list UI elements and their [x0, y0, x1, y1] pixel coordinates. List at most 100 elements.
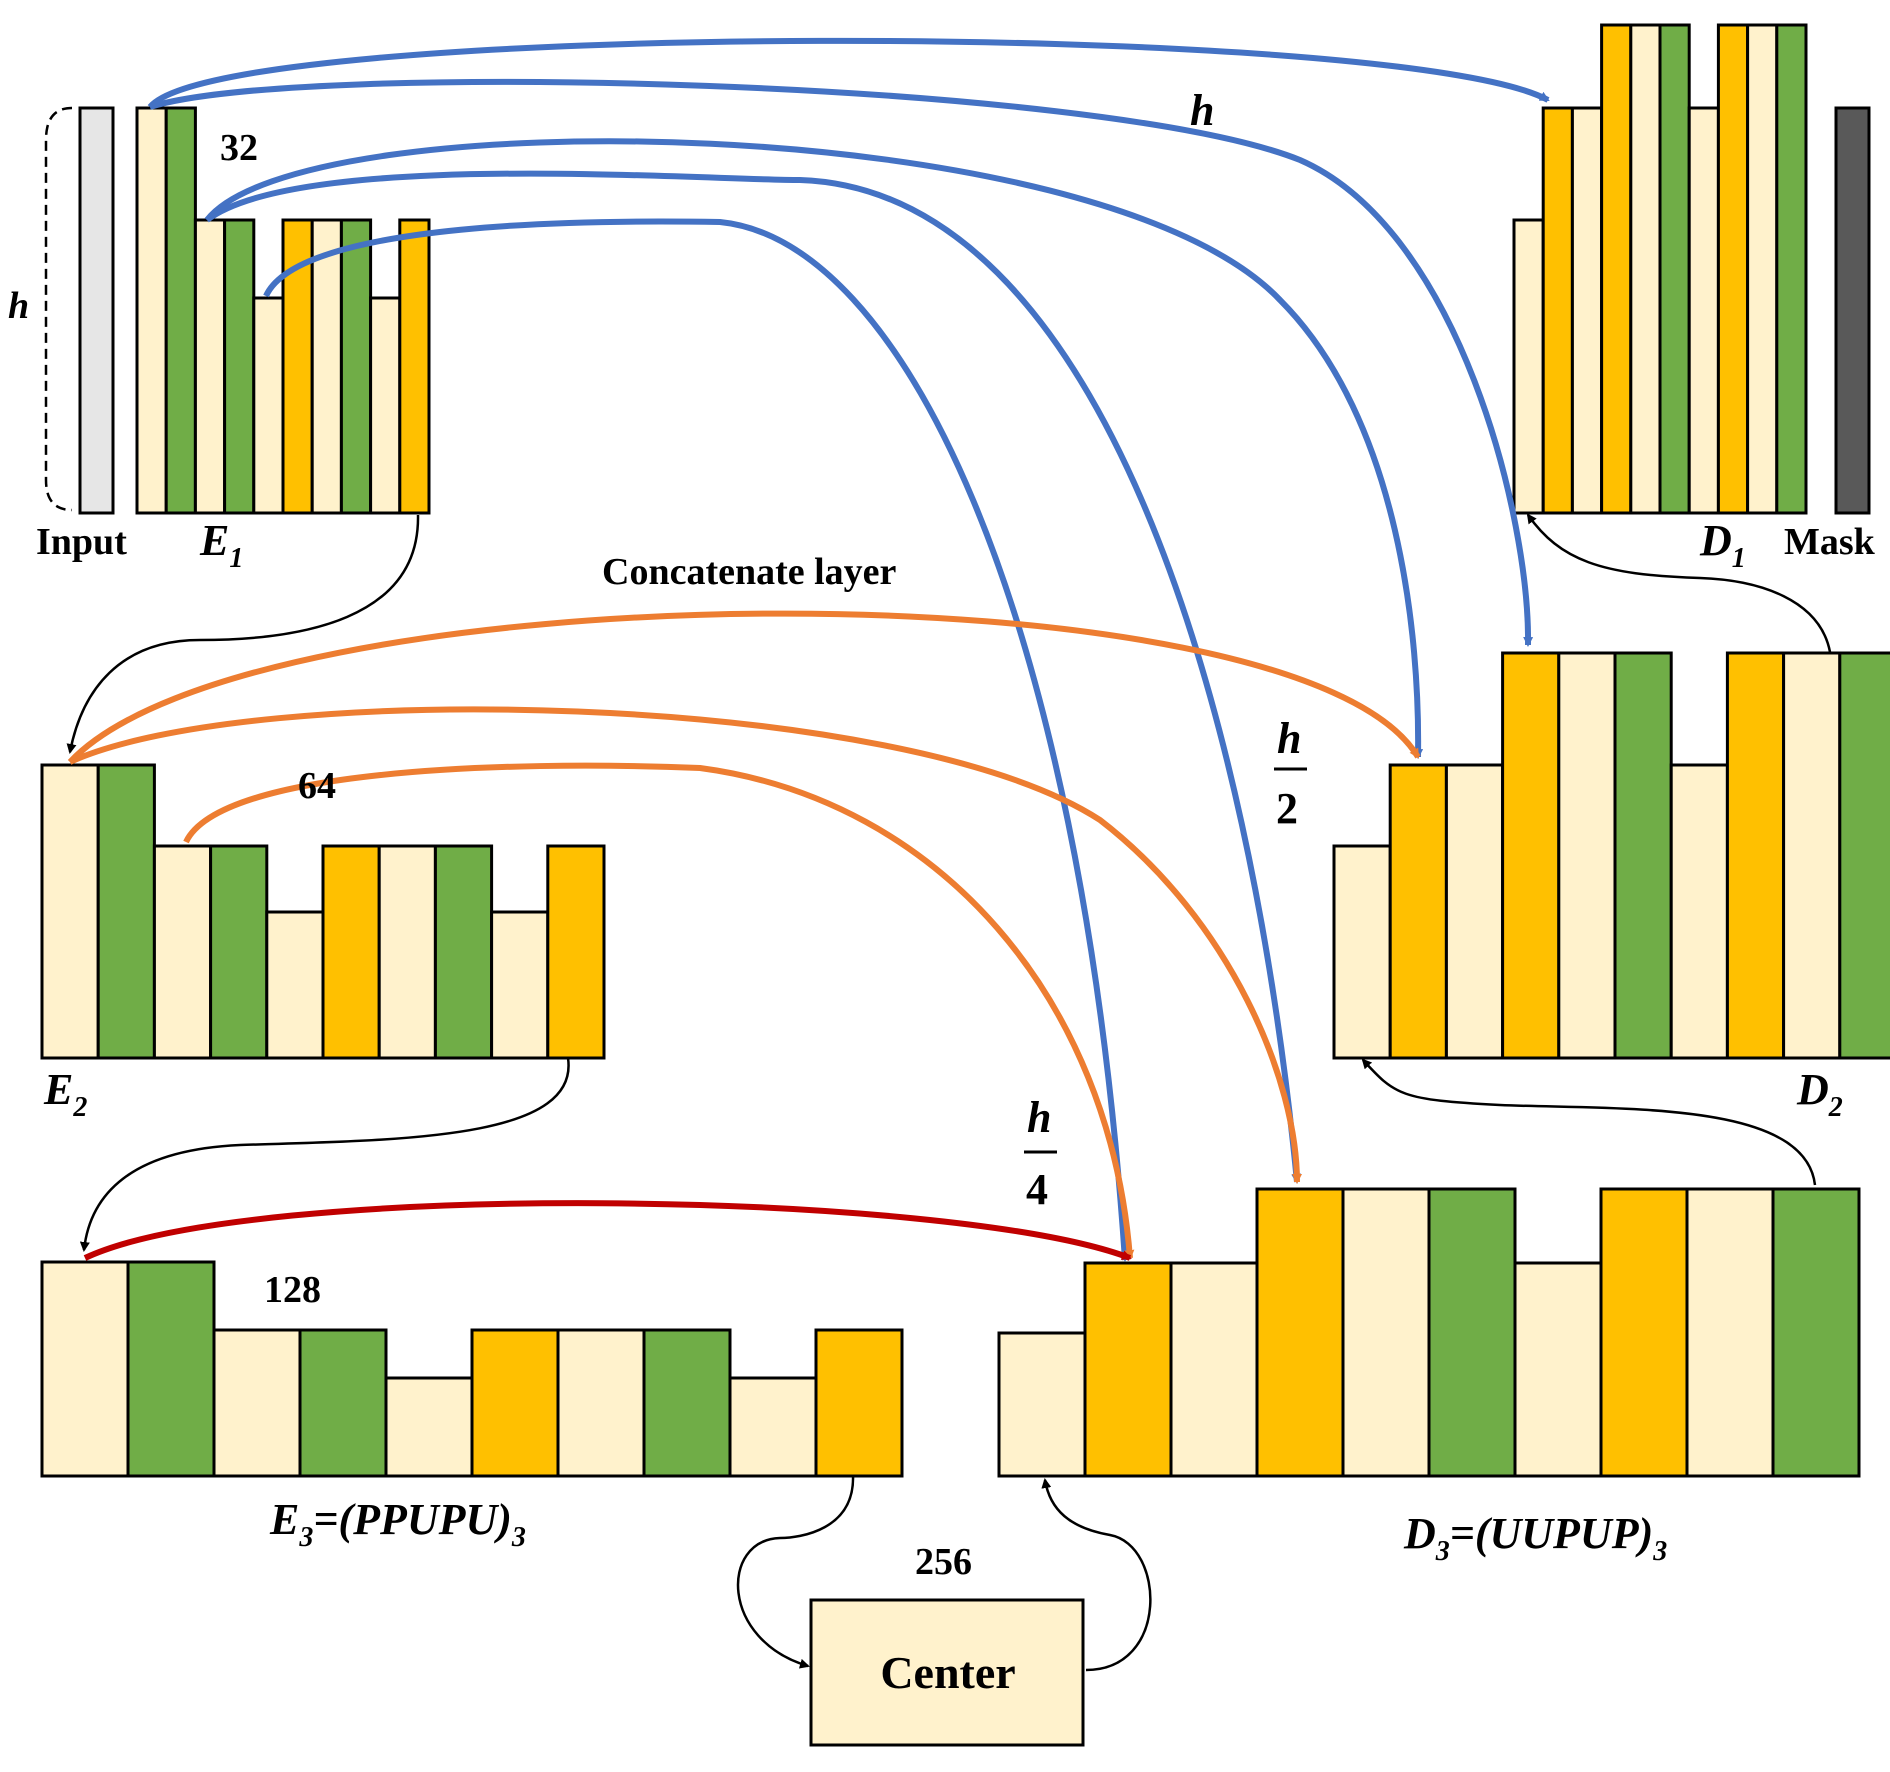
channels-64: 64: [298, 765, 336, 807]
skip-blue-1: [147, 37, 1550, 110]
arrow-d2-to-d1: [1526, 513, 1832, 653]
d1-block-yellow: [1600, 23, 1633, 515]
d3-block-yellow: [1083, 1261, 1173, 1478]
d2-block-yellow: [1725, 651, 1786, 1060]
e2-block-cream: [377, 844, 437, 1060]
e3-block-green: [126, 1260, 216, 1478]
e1-block-green: [164, 106, 197, 515]
arrow-e2-to-e3: [79, 1057, 570, 1252]
encoder-1-blocks: [135, 106, 431, 515]
skip-orange-2: [68, 706, 1302, 1184]
height-label-top: h: [1190, 86, 1214, 135]
e2-block-yellow: [321, 844, 381, 1060]
d1-block-cream: [1746, 23, 1779, 515]
e1-block-yellow: [398, 218, 431, 515]
e3-block-cream: [212, 1328, 302, 1478]
e3-block-yellow: [814, 1328, 904, 1478]
d1-block-cream: [1570, 106, 1604, 515]
height-quarter-numerator: h: [1027, 1093, 1051, 1142]
input-label: Input: [36, 521, 127, 563]
e1-block-cream: [369, 296, 402, 515]
d1-label: D1: [1699, 516, 1746, 574]
height-half-label: h 2: [1274, 714, 1307, 833]
channels-32: 32: [220, 127, 258, 169]
d2-block-cream: [1332, 844, 1392, 1060]
skip-blue-2: [149, 78, 1534, 647]
d1-block-green: [1775, 23, 1808, 515]
d3-block-cream: [1513, 1261, 1603, 1478]
e2-block-cream: [490, 910, 550, 1060]
d3-block-cream: [997, 1331, 1087, 1478]
arrow-e1-to-e2: [66, 514, 420, 754]
e1-block-cream: [135, 106, 168, 515]
decoder-2-blocks: [1332, 651, 1890, 1060]
skip-orange-3: [183, 762, 1135, 1260]
e2-block-green: [433, 844, 494, 1060]
d2-block-cream: [1669, 763, 1729, 1060]
e3-block-green: [298, 1328, 388, 1478]
e2-block-green: [209, 844, 269, 1060]
height-quarter-denominator: 4: [1026, 1165, 1048, 1214]
mask-bar: [1834, 106, 1871, 515]
skip-red-1: [83, 1200, 1132, 1261]
arrow-d3-to-d2: [1361, 1058, 1817, 1186]
height-half-numerator: h: [1277, 714, 1301, 763]
channels-128: 128: [264, 1269, 321, 1311]
center-label: Center: [880, 1647, 1015, 1698]
height-bracket: [44, 106, 73, 512]
decoder-3-blocks: [997, 1187, 1861, 1478]
skip-blue-3: [204, 138, 1424, 759]
d1-block-yellow: [1541, 106, 1574, 515]
e3-block-cream: [384, 1376, 474, 1478]
d2-block-green: [1838, 651, 1890, 1060]
input-bar: [78, 106, 115, 515]
e2-block-green: [96, 763, 156, 1060]
d3-block-yellow: [1255, 1187, 1345, 1478]
d2-block-cream: [1444, 763, 1505, 1060]
e1-block-green: [339, 218, 373, 515]
e2-label: E2: [43, 1065, 87, 1123]
encoder-3-blocks: [40, 1260, 904, 1478]
d3-label: D3=(UUPUP)3: [1403, 1509, 1667, 1567]
e3-block-yellow: [470, 1328, 560, 1478]
d3-block-green: [1771, 1187, 1861, 1478]
encoder-2-blocks: [40, 763, 606, 1060]
e2-block-yellow: [546, 844, 606, 1060]
skip-orange-1: [67, 610, 1421, 765]
arrow-center-to-d3: [1041, 1478, 1152, 1672]
concatenate-layer-label: Concatenate layer: [602, 551, 897, 593]
e2-block-cream: [265, 910, 325, 1060]
d1-block-cream: [1512, 218, 1545, 515]
decoder-1-blocks: [1512, 23, 1808, 515]
e1-block-cream: [310, 218, 343, 515]
d1-block-cream: [1629, 23, 1662, 515]
d2-block-cream: [1557, 651, 1617, 1060]
e3-block-cream: [40, 1260, 130, 1478]
channels-256: 256: [915, 1541, 972, 1583]
e2-block-cream: [40, 763, 100, 1060]
d3-block-yellow: [1599, 1187, 1689, 1478]
d1-block-green: [1658, 23, 1691, 515]
d2-block-yellow: [1501, 651, 1561, 1060]
d2-block-yellow: [1388, 763, 1448, 1060]
d1-block-yellow: [1716, 23, 1750, 515]
d2-block-green: [1613, 651, 1673, 1060]
e1-block-cream: [193, 218, 227, 515]
height-label: h: [8, 285, 29, 327]
mask-label: Mask: [1784, 521, 1876, 563]
arrow-e3-to-center: [736, 1474, 855, 1669]
e1-block-green: [223, 218, 256, 515]
d2-block-cream: [1782, 651, 1842, 1060]
d3-block-cream: [1341, 1187, 1431, 1478]
center-block: [809, 1598, 1085, 1747]
d3-block-cream: [1169, 1261, 1259, 1478]
e2-block-cream: [152, 844, 213, 1060]
d2-label: D2: [1796, 1065, 1843, 1123]
height-half-denominator: 2: [1276, 784, 1298, 833]
e1-label: E1: [199, 516, 243, 574]
e3-block-cream: [728, 1376, 818, 1478]
e1-block-cream: [252, 296, 285, 515]
e3-label: E3=(PPUPU)3: [269, 1495, 526, 1553]
height-quarter-label: h 4: [1024, 1093, 1057, 1214]
